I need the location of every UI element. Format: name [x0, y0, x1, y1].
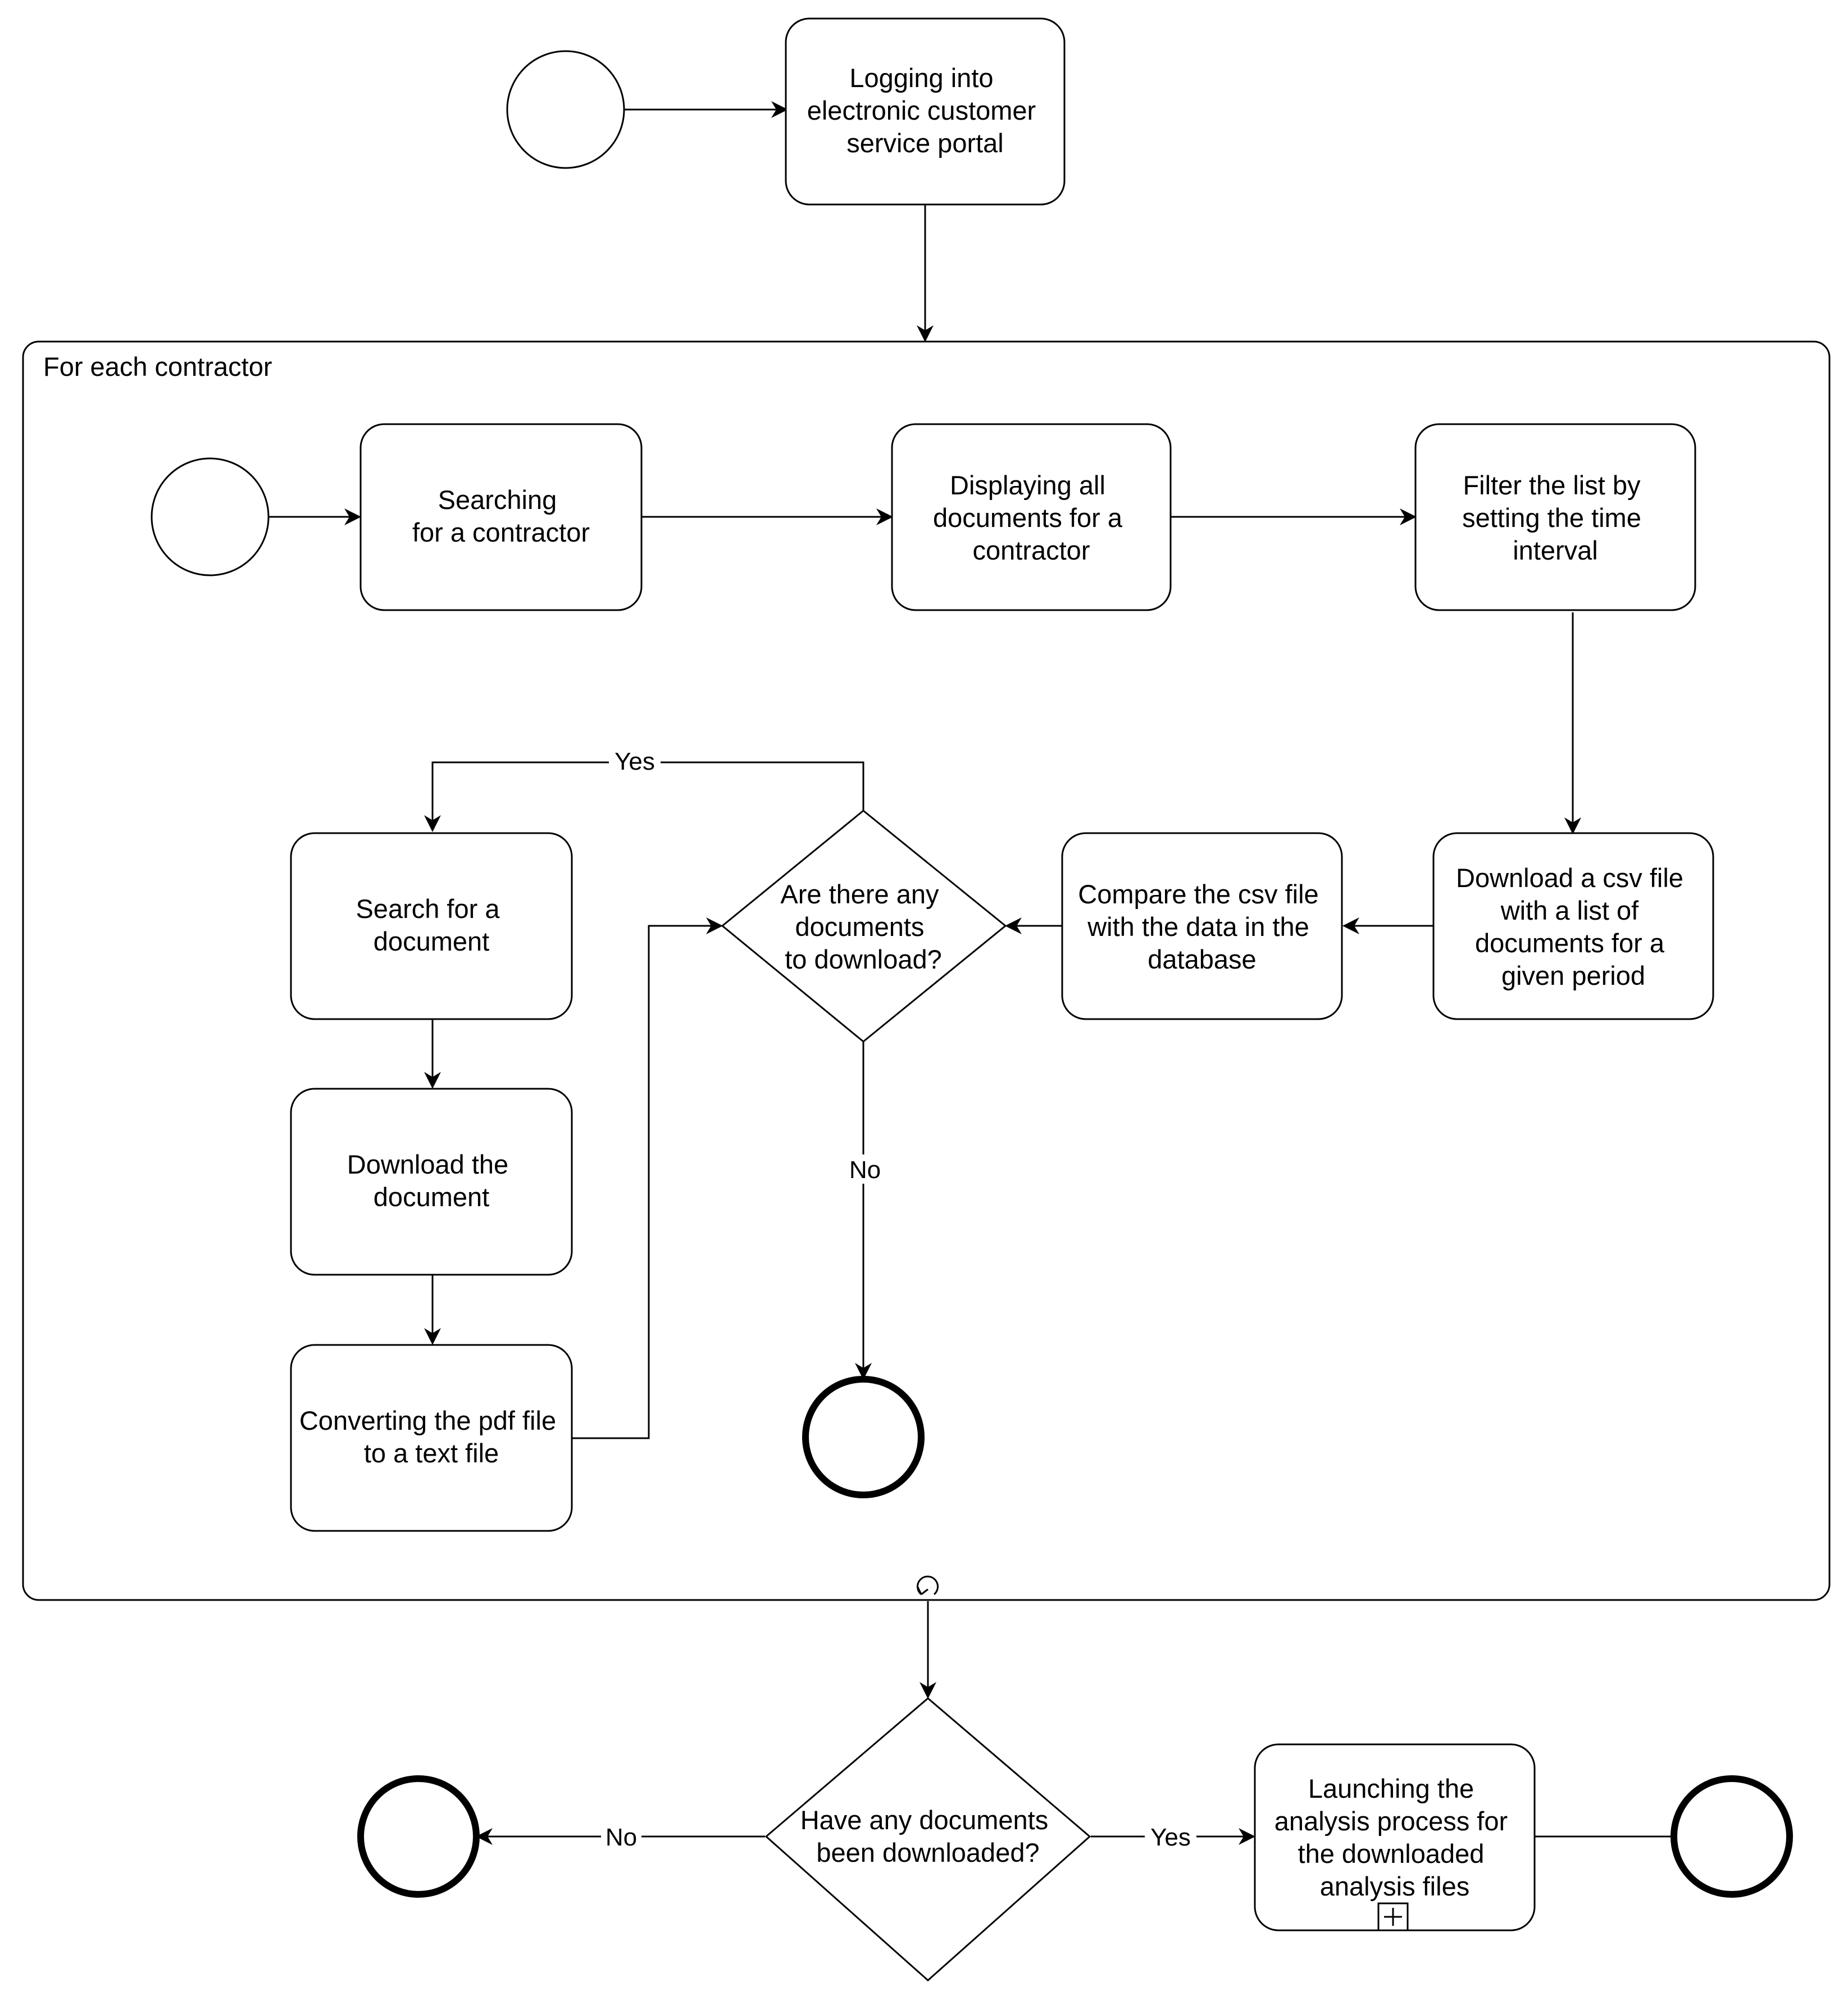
- task-login-label: Logging into electronic customer service…: [807, 63, 1044, 158]
- task-filter-list-label: Filter the list by setting the time inte…: [1462, 470, 1649, 565]
- tasks: [290, 17, 1714, 1931]
- inner-start-event: [151, 457, 270, 576]
- inner-end-event: [802, 1376, 925, 1498]
- task-display-documents-label: Displaying all documents for a contracto…: [933, 470, 1130, 565]
- task-search-contractor-label: Searching for a contractor: [412, 485, 590, 547]
- end-event-no-documents: [357, 1775, 480, 1898]
- gateways: [721, 810, 1091, 1982]
- task-download-document-label: Download the document: [347, 1149, 516, 1212]
- edge-label-inner-no: No: [849, 1156, 881, 1184]
- task-search-contractor: [359, 423, 643, 611]
- task-download-csv-label: Download a csv file with a list of docum…: [1456, 863, 1691, 990]
- gateway-documents-to-download-label: Are there any documents to download?: [780, 879, 946, 974]
- task-convert-pdf: [290, 1344, 573, 1532]
- edge-label-outer-yes: Yes: [1150, 1824, 1191, 1851]
- gateway-documents-downloaded-label: Have any documents been downloaded?: [800, 1805, 1056, 1867]
- task-launch-analysis: [1254, 1743, 1536, 1931]
- task-compare-csv-label: Compare the csv file with the data in th…: [1078, 879, 1326, 974]
- edge-label-outer-no: No: [606, 1824, 637, 1851]
- plus-icon: [1377, 1902, 1409, 1931]
- end-event-after-analysis: [1671, 1775, 1793, 1898]
- edge-labels: Yes No No Yes: [601, 746, 1196, 1851]
- edge-convert-to-gateway: [572, 917, 723, 1439]
- task-filter-list: [1414, 423, 1696, 611]
- task-launch-analysis-label: Launching the analysis process for the d…: [1275, 1774, 1515, 1901]
- task-login: [785, 17, 1066, 206]
- task-display-documents: [891, 423, 1172, 611]
- task-compare-csv: [1061, 832, 1343, 1020]
- gateway-documents-to-download: [721, 810, 1007, 1043]
- loop-icon: [916, 1575, 939, 1595]
- task-search-document-label: Search for a document: [356, 894, 507, 956]
- node-labels: Logging into electronic customer service…: [299, 63, 1691, 1901]
- start-event: [506, 50, 625, 169]
- edge-label-inner-yes: Yes: [615, 748, 655, 775]
- events: [151, 50, 1793, 1898]
- task-download-document: [290, 1088, 573, 1276]
- gateway-documents-downloaded: [764, 1697, 1091, 1982]
- task-convert-pdf-label: Converting the pdf file to a text file: [299, 1406, 563, 1468]
- container-label: For each contractor: [43, 352, 272, 381]
- task-download-csv: [1432, 832, 1714, 1020]
- task-search-document: [290, 832, 573, 1020]
